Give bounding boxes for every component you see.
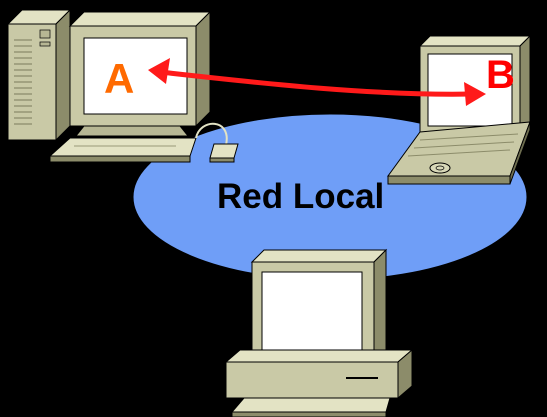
desktop-case-icon	[224, 348, 414, 400]
arrowhead-a	[148, 58, 170, 84]
monitor-icon	[250, 248, 388, 364]
tower-icon	[6, 8, 72, 142]
computer-a	[6, 8, 239, 163]
computer-b-laptop	[387, 34, 532, 185]
network-label: Red Local	[217, 177, 384, 216]
node-a-label: A	[104, 55, 134, 102]
arrowhead-b	[464, 82, 486, 106]
node-b-label: B	[486, 53, 515, 97]
mouse-icon	[195, 122, 239, 163]
keyboard-icon	[230, 397, 391, 417]
monitor-icon	[68, 10, 212, 137]
link-arrow	[148, 58, 486, 106]
keyboard-icon	[48, 137, 197, 163]
computer-bottom	[224, 248, 414, 417]
